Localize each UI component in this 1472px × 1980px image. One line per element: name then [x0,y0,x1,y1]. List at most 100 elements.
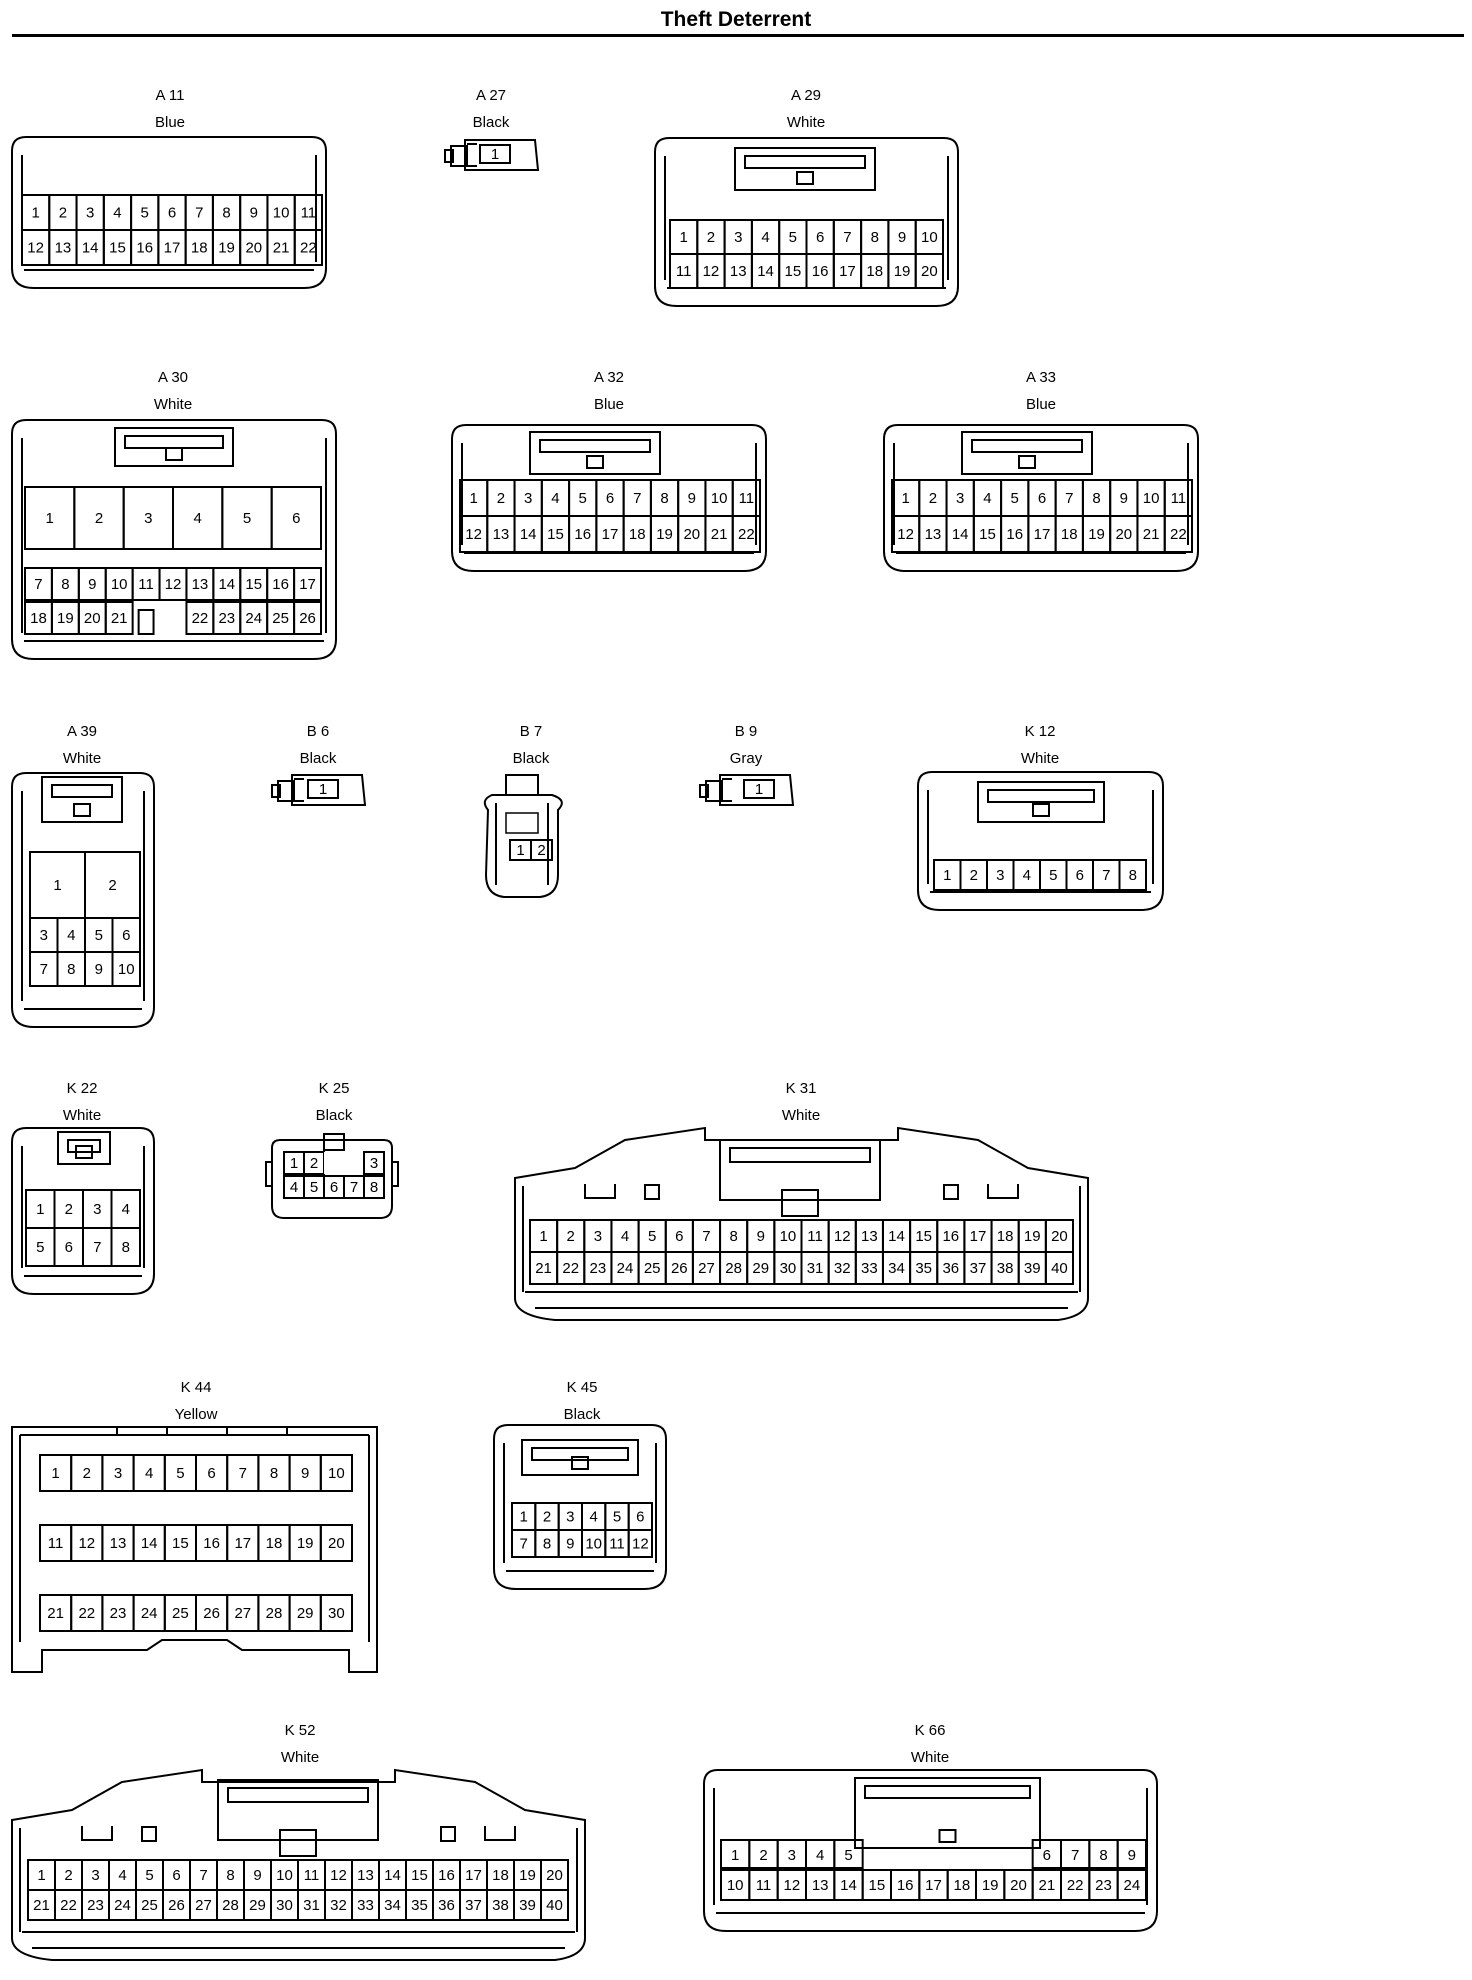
connector-color: White [63,1107,101,1124]
pin-number: 2 [310,1155,318,1172]
page-title: Theft Deterrent [660,8,812,31]
pin-number: 4 [67,927,75,944]
pin-number: 19 [982,1877,999,1894]
pin-number: 8 [660,490,668,507]
pin-number: 26 [168,1897,185,1914]
pin-number: 11 [609,1536,625,1553]
pin-number: 2 [707,229,715,246]
pin-number: 20 [1010,1877,1027,1894]
pin-number: 16 [897,1877,914,1894]
connector-color: White [154,396,192,413]
pin-number: 3 [788,1847,796,1864]
pin-number: 15 [547,526,564,543]
pin-number: 24 [141,1605,158,1622]
connector-id: B 7 [520,723,543,740]
pin-number: 28 [266,1605,283,1622]
pin-number: 26 [299,610,316,627]
pin-number: 1 [943,867,951,884]
pin-number: 12 [165,576,182,593]
connector-id: K 44 [181,1379,212,1396]
pin-number: 25 [644,1260,661,1277]
pin-number: 12 [27,240,44,257]
pin-number: 8 [222,205,230,222]
pin-number: 20 [921,263,938,280]
pin-number: 16 [136,240,153,257]
connector-color: White [281,1749,319,1766]
pin-number: 2 [108,877,116,894]
pin-number: 11 [304,1867,320,1884]
pin-number: 6 [207,1465,215,1482]
pin-number: 35 [411,1897,428,1914]
pin-number: 14 [82,240,99,257]
pin-number: 18 [266,1535,283,1552]
pin-number: 18 [492,1867,509,1884]
pin-number: 2 [64,1867,72,1884]
pin-number: 17 [925,1877,942,1894]
pin-number: 14 [218,576,235,593]
pin-number: 17 [164,240,181,257]
pin-number: 28 [222,1897,239,1914]
pin-number: 14 [888,1228,905,1245]
pin-number: 27 [234,1605,251,1622]
pin-number: 4 [816,1847,824,1864]
pin-number: 21 [111,610,128,627]
pin-cell [324,1152,344,1174]
connector-color: Blue [594,396,624,413]
pin-number: 1 [319,781,327,798]
pin-cell: 22 [293,229,323,266]
pin-number: 32 [330,1897,347,1914]
pin-number: 5 [95,927,103,944]
pin-number: 6 [1038,490,1046,507]
pin-number: 18 [997,1228,1014,1245]
pin-number: 1 [37,1867,45,1884]
pin-cell: 21 [104,601,134,635]
pin-number: 5 [36,1239,44,1256]
pin-number: 2 [65,1201,73,1218]
pin-number: 20 [546,1867,563,1884]
pin-number: 3 [566,1509,574,1526]
connector-color: Yellow [175,1406,218,1423]
pin-cell: 1 [479,144,511,164]
pin-number: 7 [350,1179,358,1196]
pin-number: 25 [172,1605,189,1622]
pin-number: 11 [676,263,692,280]
connector-id: K 12 [1025,723,1056,740]
pin-number: 35 [915,1260,932,1277]
pin-number: 11 [301,205,317,222]
pin-number: 12 [632,1536,649,1553]
pin-number: 10 [1143,490,1160,507]
pin-number: 8 [67,961,75,978]
pin-number: 3 [524,490,532,507]
pin-number: 17 [839,263,856,280]
pin-number: 1 [901,490,909,507]
pin-cell: 12 [627,1529,654,1558]
pin-number: 17 [234,1535,251,1552]
pin-number: 21 [33,1897,50,1914]
pin-number: 40 [1051,1260,1068,1277]
pin-number: 7 [239,1465,247,1482]
pin-number: 11 [48,1535,64,1552]
pin-number: 11 [739,490,755,507]
pin-number: 28 [725,1260,742,1277]
connector-id: A 30 [158,369,188,386]
pin-number: 21 [47,1605,64,1622]
pin-number: 4 [551,490,559,507]
pin-number: 5 [1049,867,1057,884]
pin-number: 16 [942,1228,959,1245]
pin-number: 21 [1038,1877,1055,1894]
pin-number: 2 [970,867,978,884]
pin-number: 2 [95,510,103,527]
pin-number: 7 [93,1239,101,1256]
pin-number: 9 [898,229,906,246]
pin-number: 5 [648,1228,656,1245]
pin-number: 11 [138,576,154,593]
pin-number: 17 [465,1867,482,1884]
pin-number: 5 [243,510,251,527]
pin-number: 17 [299,576,316,593]
pin-number: 2 [929,490,937,507]
pin-number: 22 [562,1260,579,1277]
pin-number: 5 [1011,490,1019,507]
connector-id: K 66 [915,1722,946,1739]
